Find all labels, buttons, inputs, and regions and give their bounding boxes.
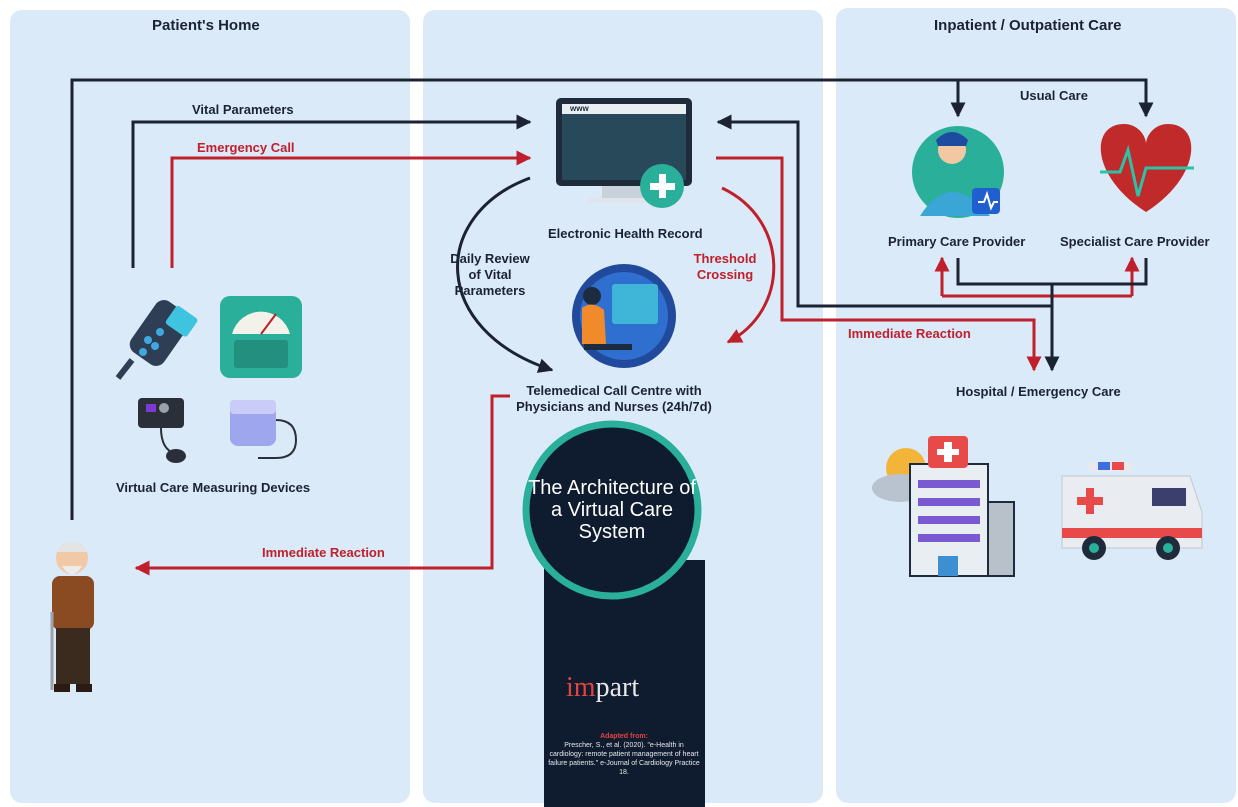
credit-heading: Adapted from: [600,733,648,740]
screen-www: www [570,104,589,113]
title-circle [522,420,702,600]
primary-care-label: Primary Care Provider [888,234,1026,249]
immediate-reaction-patient-arrow [134,394,510,576]
impart-logo: impart [566,672,639,704]
diagram-title: The Architecture of a Virtual Care Syste… [528,477,696,543]
immediate-reaction-patient-label: Immediate Reaction [262,545,385,560]
call-centre-icon [572,264,676,368]
specialist-heart-icon [1100,124,1194,212]
hospital-icon [872,436,1015,577]
daily-review-arrow [456,176,554,373]
emergency-call-label: Emergency Call [197,140,295,155]
primary-care-provider-icon [912,126,1004,218]
ambulance-icon [1061,462,1203,560]
primary-to-hospital [956,258,1148,286]
devices-label: Virtual Care Measuring Devices [116,480,311,495]
usual-care-label: Usual Care [1020,88,1088,103]
care-panel-title: Inpatient / Outpatient Care [934,17,1122,34]
daily-review-label: Daily Review of Vital Parameters [450,251,530,298]
scale-icon [220,296,302,378]
threshold-arrow [721,186,776,344]
ehr-monitor-icon [556,98,692,208]
emergency-call-arrow [170,150,532,268]
patient-home-title: Patient's Home [152,17,260,34]
patient-figure-icon [50,542,94,692]
glucometer-icon [115,300,198,380]
credit: Adapted from: Prescher, S., et al. (2020… [548,732,700,777]
call-centre-label: Telemedical Call Centre with Physicians … [516,383,712,414]
blood-pressure-monitor-icon [138,398,186,463]
usual-care-arrow [70,78,1154,520]
vital-parameters-label: Vital Parameters [192,102,294,117]
bp-cuff-icon [230,400,298,459]
logo-part: part [595,672,640,703]
credit-text: Prescher, S., et al. (2020). "e-Health i… [548,742,700,776]
immediate-reaction-hospital-label: Immediate Reaction [848,326,971,341]
logo-im: im [566,672,596,703]
providers-to-ehr-arrow [716,114,1052,308]
threshold-label: Threshold Crossing [693,251,757,282]
vital-parameters-arrow [131,114,532,268]
ehr-label: Electronic Health Record [548,226,703,241]
specialist-care-label: Specialist Care Provider [1060,234,1210,249]
ehr-to-hospital-arrow [716,156,1042,372]
hospital-label: Hospital / Emergency Care [956,384,1121,399]
center-column [544,560,705,807]
